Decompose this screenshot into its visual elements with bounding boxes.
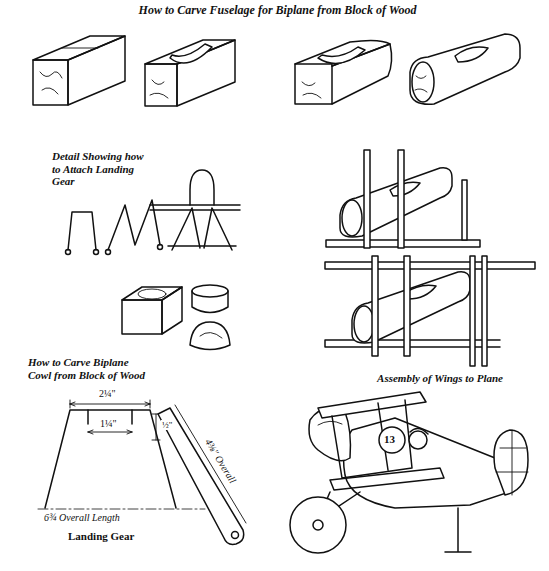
figure-title: How to Carve Fuselage for Biplane from B… <box>3 4 549 18</box>
landing-gear-detail <box>66 170 241 255</box>
wood-block <box>33 36 125 105</box>
dimension-label: 2¼" <box>99 388 116 400</box>
figure-caption: How to Carve Biplane Cowl from Block of … <box>28 356 146 381</box>
figure-caption: Assembly of Wings to Plane <box>340 372 540 385</box>
figure-caption: Landing Gear <box>68 530 134 543</box>
dimension-label: 1¼" <box>100 418 117 430</box>
callout-number: 13 <box>384 433 395 446</box>
dimension-label: 6¾ Overall Length <box>44 512 120 524</box>
landing-gear-dimensioned <box>38 400 246 544</box>
biplane <box>290 392 528 553</box>
wing-assembly-lower <box>325 256 535 366</box>
wood-block-shaped <box>295 40 392 104</box>
wing-assembly-upper <box>326 150 480 248</box>
wood-block-cut <box>145 40 235 106</box>
cowl-carving <box>122 285 230 350</box>
carved-fuselage <box>410 34 520 104</box>
dimension-label: ½" <box>161 420 173 430</box>
figure-caption: Detail Showing how to Attach Landing Gea… <box>52 150 152 188</box>
